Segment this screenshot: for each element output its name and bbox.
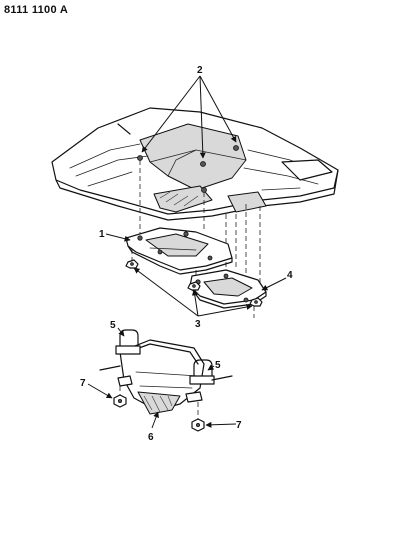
- nut-7-left: [113, 394, 127, 408]
- heat-shield-rear: [189, 269, 267, 309]
- callout-1: 1: [99, 229, 105, 240]
- callout-5-left: 5: [110, 320, 116, 331]
- callout-5-right: 5: [215, 360, 221, 371]
- callout-7-left: 7: [80, 378, 86, 389]
- nut-lower-left: [125, 259, 139, 269]
- callout-7-right: 7: [236, 420, 242, 431]
- nut-center: [187, 281, 201, 291]
- tank-shield-assembly: [99, 329, 233, 415]
- nut-7-right: [191, 418, 205, 432]
- callout-3: 3: [195, 319, 201, 330]
- leader-lines: [87, 75, 287, 429]
- callout-2: 2: [197, 65, 203, 76]
- callout-6: 6: [148, 432, 154, 443]
- heat-shield-front: [125, 227, 233, 275]
- floor-pan: [51, 107, 339, 221]
- document-id: 8111 1100 A: [4, 4, 69, 16]
- nut-part-4: [249, 297, 263, 307]
- callout-4: 4: [287, 270, 293, 281]
